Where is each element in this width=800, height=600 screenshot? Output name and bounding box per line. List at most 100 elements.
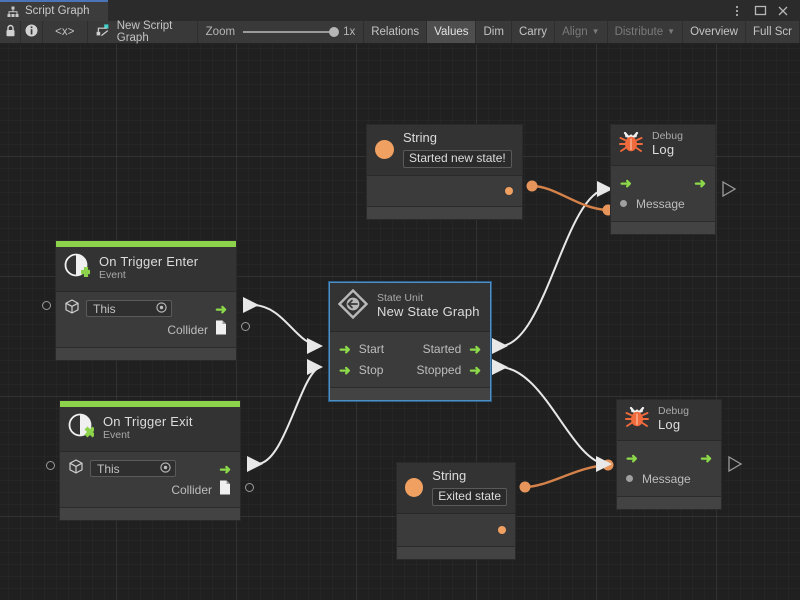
collider-document-icon[interactable] xyxy=(219,480,231,500)
chevron-down-icon: ▼ xyxy=(667,27,676,36)
node-footer xyxy=(367,205,522,219)
graph-canvas[interactable]: String Started new state! xyxy=(0,44,800,600)
zoom-control[interactable]: Zoom 1x xyxy=(198,21,365,43)
stop-input-arrow[interactable]: ➜ xyxy=(339,361,351,378)
string-output-port[interactable] xyxy=(505,186,513,195)
flow-output-arrow[interactable]: ➜ xyxy=(694,174,706,191)
info-button[interactable] xyxy=(21,21,43,43)
target-picker-icon[interactable] xyxy=(160,461,171,476)
node-subtitle: Event xyxy=(103,428,130,441)
flow-input-arrow[interactable]: ➜ xyxy=(626,449,638,466)
graph-hierarchy-icon xyxy=(7,6,19,18)
target-dropdown[interactable]: This xyxy=(90,460,176,477)
toolbar-button-relations[interactable]: Relations xyxy=(364,21,428,43)
node-debug-log-top[interactable]: Debug Log ➜ ➜ Message xyxy=(610,124,716,235)
stopped-output-arrow[interactable]: ➜ xyxy=(469,361,481,378)
trigger-exit-input-port[interactable] xyxy=(46,461,55,470)
toolbar-button-dim[interactable]: Dim xyxy=(476,21,512,43)
node-debug-log-bottom[interactable]: Debug Log ➜ ➜ Message xyxy=(616,399,722,510)
flow-port-row: ➜ ➜ xyxy=(617,447,721,468)
string-value-field[interactable]: Started new state! xyxy=(403,149,512,168)
toolbar-button-label: Full Scr xyxy=(753,26,792,38)
flow-port-row: ➜ ➜ xyxy=(611,172,715,193)
event-accent-bar xyxy=(60,401,240,407)
trigger-enter-collider-port[interactable] xyxy=(241,322,250,331)
string-value-field[interactable]: Exited state xyxy=(432,487,507,506)
code-view-button[interactable]: <x> xyxy=(43,21,88,43)
flow-output-arrow[interactable]: ➜ xyxy=(700,449,712,466)
node-title: Log xyxy=(658,417,681,433)
message-port-row: Message xyxy=(611,193,715,214)
collider-label: Collider xyxy=(171,482,212,497)
node-body: ➜ Start Started ➜ ➜ Stop Stopped xyxy=(330,332,490,387)
node-footer xyxy=(56,347,236,360)
flow-input-arrow[interactable]: ➜ xyxy=(620,174,632,191)
state-port-row-start: ➜ Start Started ➜ xyxy=(330,338,490,359)
message-port-row: Message xyxy=(617,468,721,489)
node-on-trigger-exit[interactable]: On Trigger Exit Event This xyxy=(59,400,241,521)
node-title: On Trigger Exit xyxy=(103,414,193,430)
toolbar-button-overview[interactable]: Overview xyxy=(683,21,746,43)
node-header: State Unit New State Graph xyxy=(330,283,490,332)
node-output-row xyxy=(397,514,515,546)
flow-output-arrow[interactable]: ➜ xyxy=(215,300,227,317)
message-label: Message xyxy=(642,471,691,486)
flow-output-arrow[interactable]: ➜ xyxy=(219,460,231,477)
maximize-icon[interactable] xyxy=(753,4,767,18)
tab-script-graph[interactable]: Script Graph xyxy=(0,0,108,21)
bug-icon xyxy=(625,406,649,433)
target-value: This xyxy=(97,461,120,476)
node-body: ➜ ➜ Message xyxy=(617,441,721,496)
zoom-slider-handle[interactable] xyxy=(329,27,340,37)
zoom-value-label: 1x xyxy=(343,26,356,38)
node-string-top[interactable]: String Started new state! xyxy=(366,124,523,220)
toolbar-button-full-scr[interactable]: Full Scr xyxy=(746,21,800,43)
trigger-exit-collider-port[interactable] xyxy=(245,483,254,492)
node-title: New State Graph xyxy=(377,304,480,320)
node-subtitle: State Unit xyxy=(377,292,424,305)
collider-document-icon[interactable] xyxy=(215,320,227,340)
graph-name-label: New Script Graph xyxy=(116,20,173,44)
target-row: This ➜ xyxy=(56,298,236,319)
chevron-down-icon: ▼ xyxy=(591,27,600,36)
string-value-icon xyxy=(375,139,394,159)
close-icon[interactable] xyxy=(776,4,790,18)
started-output-arrow[interactable]: ➜ xyxy=(469,340,481,357)
target-value: This xyxy=(93,301,116,316)
target-picker-icon[interactable] xyxy=(156,301,167,316)
bug-icon xyxy=(619,131,643,158)
lock-button[interactable] xyxy=(0,21,22,43)
node-body xyxy=(397,513,515,546)
toolbar-button-carry[interactable]: Carry xyxy=(512,21,556,43)
message-input-port[interactable] xyxy=(620,200,627,207)
node-body: This ➜ Collider xyxy=(60,452,240,507)
node-state-unit[interactable]: State Unit New State Graph ➜ Start Start… xyxy=(329,282,491,401)
state-port-row-stop: ➜ Stop Stopped ➜ xyxy=(330,359,490,380)
script-graph-icon xyxy=(96,24,110,40)
node-header: On Trigger Exit Event xyxy=(60,407,240,452)
started-label: Started xyxy=(422,341,462,356)
target-dropdown[interactable]: This xyxy=(86,300,172,317)
state-unit-icon xyxy=(337,288,369,324)
node-title: On Trigger Enter xyxy=(99,254,199,270)
toolbar-button-label: Align xyxy=(562,26,588,38)
graph-name-field[interactable]: New Script Graph xyxy=(88,20,198,44)
node-header: Debug Log xyxy=(611,125,715,166)
node-on-trigger-enter[interactable]: On Trigger Enter Event This xyxy=(55,240,237,361)
message-input-port[interactable] xyxy=(626,475,633,482)
start-input-arrow[interactable]: ➜ xyxy=(339,340,351,357)
window-titlebar: Script Graph xyxy=(0,0,800,21)
info-icon xyxy=(25,24,38,40)
string-output-port[interactable] xyxy=(498,525,506,534)
kebab-menu-icon[interactable] xyxy=(730,4,744,18)
zoom-slider[interactable] xyxy=(243,27,340,37)
trigger-enter-input-port[interactable] xyxy=(42,301,51,310)
toolbar-button-align[interactable]: Align▼ xyxy=(555,21,608,43)
toolbar-button-values[interactable]: Values xyxy=(427,21,477,43)
node-string-bottom[interactable]: String Exited state xyxy=(396,462,516,560)
toolbar-button-distribute[interactable]: Distribute▼ xyxy=(608,21,684,43)
event-plus-icon xyxy=(64,253,91,284)
node-subtitle: Debug xyxy=(658,405,689,418)
